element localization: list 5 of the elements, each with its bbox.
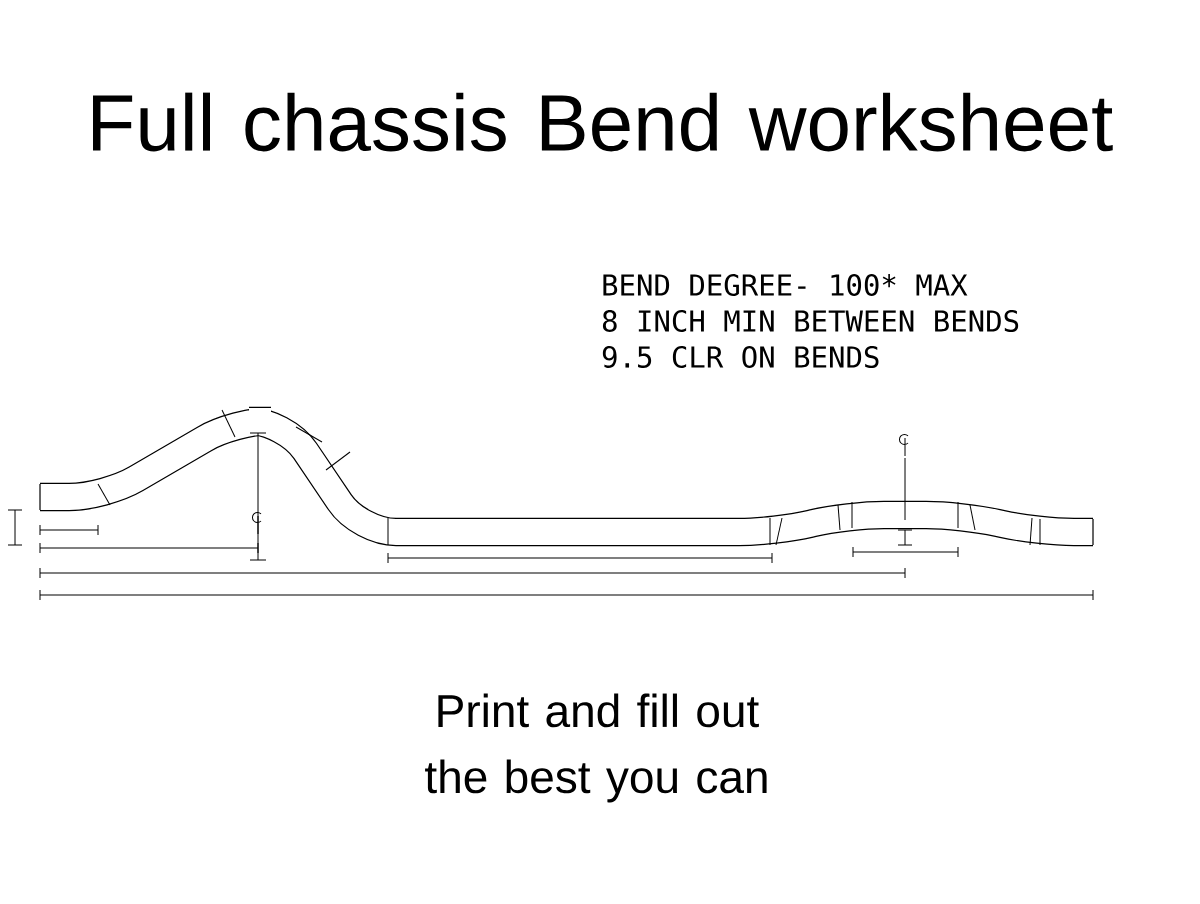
note: 8 INCH MIN BETWEEN BENDS [602, 310, 1019, 332]
note: BEND DEGREE- 100* MAX [603, 274, 968, 296]
caption: Print and fill out the best you can [425, 693, 767, 803]
note: 9.5 CLR ON BENDS [602, 346, 879, 368]
title: Full chassis Bend worksheet [93, 92, 1113, 152]
